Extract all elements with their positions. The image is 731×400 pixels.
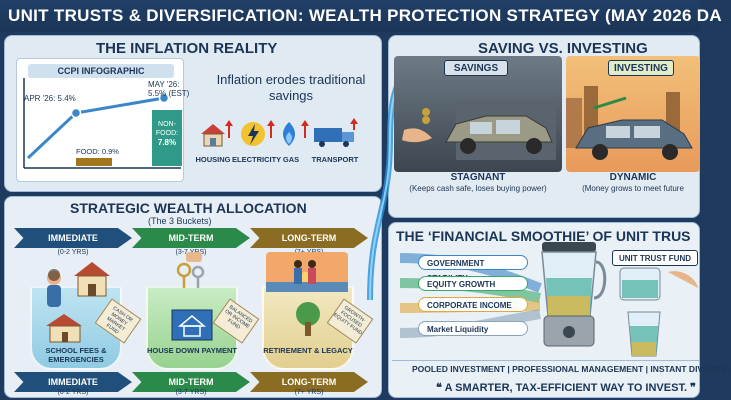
ccpi-card-title: CCPI INFOGRAPHIC	[28, 64, 174, 78]
gas-item: GAS	[268, 118, 314, 164]
tree-icon	[296, 302, 320, 336]
saving-investing-title: SAVING VS. INVESTING	[478, 40, 648, 57]
may-label: MAY '26:	[148, 80, 180, 89]
savings-head: SAVINGS	[444, 60, 508, 76]
midterm-bucket-label: HOUSE DOWN PAYMENT	[146, 346, 237, 355]
longterm-bucket-label: RETIREMENT & LEGACY	[263, 346, 353, 355]
midterm-chevron-bottom: MID-TERM	[132, 372, 250, 392]
dynamic-title: DYNAMIC	[609, 172, 657, 183]
apr-label: APR '26: 5.4%	[24, 94, 76, 103]
longterm-chevron: LONG-TERM	[250, 228, 368, 248]
family-house-icon	[47, 262, 110, 307]
ingredient-liquidity: Market Liquidity	[418, 321, 528, 336]
nonfood-label: NON-FOOD: 7.8%	[155, 121, 179, 147]
smoothie-quote: ❝ A SMARTER, TAX-EFFICIENT WAY TO INVEST…	[436, 382, 696, 394]
allocation-subtitle: (The 3 Buckets)	[148, 216, 212, 226]
food-bar	[76, 158, 112, 166]
ccpi-line-chart	[23, 78, 181, 169]
flame-icon	[283, 120, 309, 146]
dynamic-sub: (Money grows to meet future	[582, 184, 684, 193]
apr-point	[70, 107, 82, 119]
old-car-icon	[402, 100, 556, 160]
lightning-icon	[241, 120, 275, 146]
stagnant-sub: (Keeps cash safe, loses buying power)	[409, 184, 547, 193]
inflation-title: THE INFLATION REALITY	[96, 40, 278, 57]
housing-item: HOUSING	[190, 118, 236, 164]
smoothie-footer: POOLED INVESTMENT | PROFESSIONAL MANAGEM…	[412, 364, 731, 374]
immediate-chevron-bottom: IMMEDIATE	[14, 372, 132, 392]
ingredient-equity: EQUITY GROWTH	[418, 276, 528, 291]
sunset-couple-icon	[266, 252, 348, 292]
may-point	[158, 92, 170, 104]
immediate-range-bottom: (0-2 YRS)	[57, 389, 89, 396]
truck-icon	[314, 118, 358, 147]
house-blueprint-icon	[171, 309, 213, 341]
modern-car-icon	[566, 86, 693, 160]
longterm-range-bottom: (7+ YRS)	[294, 389, 324, 396]
immediate-chevron: IMMEDIATE	[14, 228, 132, 248]
ingredient-corporate: CORPORATE INCOME	[418, 297, 528, 312]
midterm-chevron: MID-TERM	[132, 228, 250, 248]
page-title: UNIT TRUSTS & DIVERSIFICATION: WEALTH PR…	[8, 6, 722, 25]
unit-trust-fund-label: UNIT TRUST FUND	[612, 250, 698, 266]
house-icon	[201, 120, 233, 147]
title-bar	[0, 0, 700, 32]
stagnant-title: STAGNANT	[450, 172, 506, 183]
nonfood-bar	[152, 110, 182, 166]
may-value: 5.5% (EST)	[148, 89, 190, 98]
glass-pour-icon	[619, 267, 698, 357]
investing-head: INVESTING	[608, 60, 674, 76]
smoothie-divider	[392, 360, 700, 361]
ingredient-government: GOVERNMENT STABILITY	[418, 255, 528, 283]
inflation-erodes-text: Inflation erodes traditional savings	[216, 72, 366, 103]
longterm-chevron-bottom: LONG-TERM	[250, 372, 368, 392]
school-icon	[46, 314, 82, 343]
midterm-range-bottom: (3-7 YRS)	[175, 389, 207, 396]
immediate-range: (0-2 YRS)	[57, 249, 89, 256]
keys-icon	[176, 252, 205, 288]
allocation-title: STRATEGIC WEALTH ALLOCATION	[70, 200, 307, 216]
blender-icon	[541, 242, 607, 347]
immediate-bucket-label: SCHOOL FEES & EMERGENCIES	[45, 346, 107, 364]
transport-item: TRANSPORT	[308, 118, 362, 164]
electricity-item: ELECTRICITY	[232, 118, 281, 164]
smoothie-title: THE ‘FINANCIAL SMOOTHIE’ OF UNIT TRUS	[396, 228, 691, 244]
food-label: FOOD: 0.9%	[76, 147, 119, 156]
